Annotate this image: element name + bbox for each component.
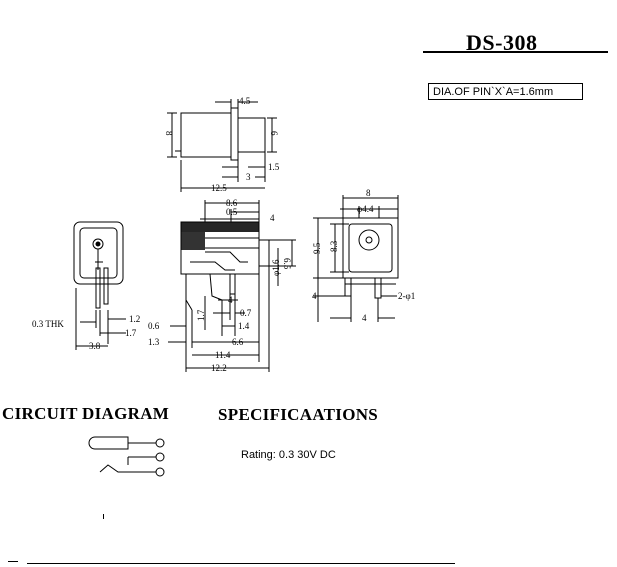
dim-6-6: 6.6 [232,337,244,347]
dim-12-2: 12.2 [211,363,227,373]
top-view-flange [230,107,239,161]
left-end-view: 0.3 THK 1.2 1.7 3.8 [32,221,140,351]
rating-spec: Rating: 0.3 30V DC [241,449,336,461]
circuit-plug-symbol [88,436,129,450]
dim-3-8: 3.8 [89,341,101,351]
specifications-heading: SPECIFICAATIONS [218,405,379,424]
dim-6-top: 6 [269,131,279,136]
dim-1-3: 1.3 [148,337,160,347]
dim-4-bottom: 4 [228,295,233,305]
circuit-diagram-heading: CIRCUIT DIAGRAM [2,404,170,423]
dim-12-5: 12.5 [211,183,227,193]
front-view-socket [358,229,380,251]
dim-1-5: 1.5 [268,162,280,172]
front-view: 8 φ4.4 9.5 8.3 4 4 2-φ1 [312,188,415,323]
front-view-body [342,217,399,279]
dim-8-top: 8 [164,131,174,136]
dim-0-5: 0.5 [226,207,238,217]
top-view-body [180,112,232,158]
pin-diameter-note: DIA.OF PIN`X`A=1.6mm [428,83,583,100]
circuit-diagram [88,436,165,477]
dim-9-5: 9.5 [312,242,322,254]
mark [103,514,104,519]
dim-phi4-4: φ4.4 [357,204,374,214]
dim-1-7-left: 1.7 [125,328,137,338]
dim-0-3-thk: 0.3 THK [32,319,64,329]
left-view-body [73,221,124,285]
top-view-barrel [237,117,266,153]
dim-2-phi1: 2-φ1 [398,291,415,301]
dim-6-5: 6.5 [282,258,292,270]
bottom-left-mark [8,561,18,562]
dim-4-front-a: 4 [312,291,317,301]
top-view: 4.5 8 6 1.5 3 12.5 [164,96,280,193]
dim-1-7-side: 1.7 [196,309,206,321]
circuit-terminal-2 [155,452,165,462]
dim-4-front-b: 4 [362,313,367,323]
side-section-view: 8.6 0.5 4 φ1.6 6.5 1.7 4 0.7 1.4 0.6 1.3 [148,198,296,373]
dim-0-7: 0.7 [240,308,252,318]
left-view-pin [95,267,101,309]
dim-1-2: 1.2 [129,314,140,324]
circuit-terminal-3 [155,467,165,477]
dim-11-4: 11.4 [215,350,231,360]
dim-3: 3 [246,172,251,182]
circuit-terminal-1 [155,438,165,448]
bottom-rule [27,563,455,564]
title-underline [423,51,608,53]
dim-4-5: 4.5 [239,96,251,106]
dim-8-3: 8.3 [329,240,339,252]
dim-8-6: 8.6 [226,198,238,208]
dim-0-6: 0.6 [148,321,160,331]
part-number-title: DS-308 [466,30,538,55]
dim-1-4: 1.4 [238,321,250,331]
dim-4-side: 4 [270,213,275,223]
dim-phi1-6: φ1.6 [271,259,281,276]
dim-8-front: 8 [366,188,371,198]
